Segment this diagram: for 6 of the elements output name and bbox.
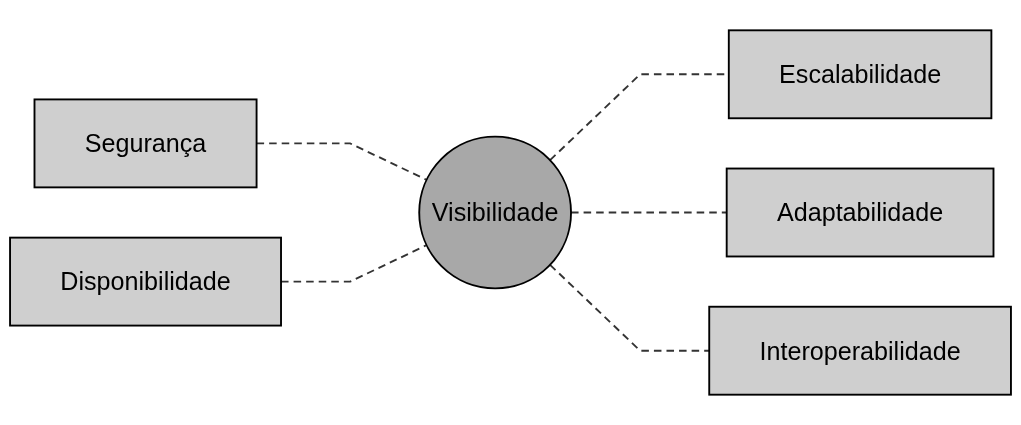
node-box: Disponibilidade [9, 236, 282, 327]
node-box: Escalabilidade [727, 29, 993, 120]
node-circle: Visibilidade [418, 135, 572, 290]
node-box: Adaptabilidade [725, 167, 995, 258]
node-box: Segurança [33, 98, 258, 189]
node-box: Interoperabilidade [708, 305, 1012, 396]
